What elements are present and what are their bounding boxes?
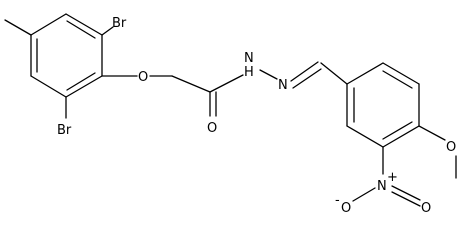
bond [292,68,322,89]
bond [391,185,421,201]
bond [391,191,421,207]
atom-label-br-bottom: Br [57,123,72,138]
bond [259,69,278,80]
atom-label-br-top: Br [112,16,127,31]
atom-label-ether-oxygen: O [138,70,148,85]
atom-label-nitro-nitrogen-charge: + [387,170,398,185]
atom-label-amide-hydrogen: H [244,65,254,80]
bond [66,20,96,39]
bond [171,75,211,93]
bond [320,62,348,85]
bond-lines [4,13,457,207]
atom-label-nitro-oxygen-left-charge: - [335,193,340,208]
bond [290,61,319,82]
bond [352,187,376,202]
bond [209,74,244,93]
bond [382,121,413,140]
atom-label-nitro-oxygen-left: O [341,201,351,216]
atom-label-methoxy-oxygen: O [446,140,456,155]
atom-label-nitro-nitrogen: N [377,179,387,194]
bond [382,62,420,85]
bond [101,26,114,36]
atom-label-amide-nitrogen: N [244,51,254,66]
bond [30,75,67,98]
atom-label-carbonyl-oxygen: O [207,121,217,136]
bond [382,125,420,148]
bond [65,13,103,36]
chemical-structure-diagram: Br Br O O N H N O N + O - O [4,13,457,216]
bond [346,62,384,85]
atom-labels: Br Br O O N H N O N + O - O [57,16,456,216]
bond [4,19,32,36]
atom-label-imine-nitrogen: N [278,78,288,93]
bond [346,125,384,148]
atom-label-nitro-oxygen-right: O [421,201,431,216]
bond [65,75,103,98]
bond [418,125,446,141]
bond [66,72,96,91]
bond [30,13,67,36]
bond [382,70,413,89]
